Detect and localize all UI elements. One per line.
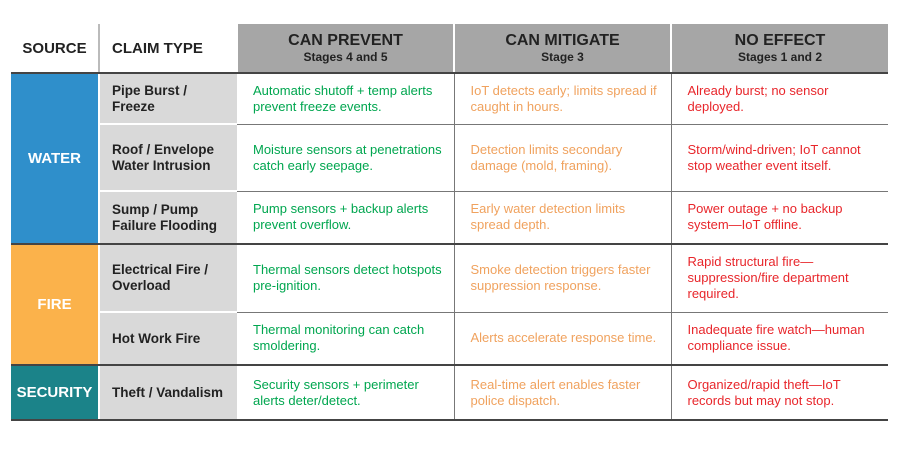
claim-type-cell: Hot Work Fire — [98, 312, 237, 366]
can-mitigate-cell: Real-time alert enables faster police di… — [454, 365, 672, 421]
table-row: SECURITY Theft / Vandalism Security sens… — [11, 365, 888, 421]
claim-type-cell: Sump / Pump Failure Flooding — [98, 191, 237, 245]
source-water: WATER — [11, 73, 99, 245]
can-mitigate-cell: Detection limits secondary damage (mold,… — [454, 124, 672, 192]
table-row: FIRE Electrical Fire / Overload Thermal … — [11, 244, 888, 366]
header-can-mitigate-stages: Stage 3 — [541, 50, 584, 64]
table-row: Sump / Pump Failure Flooding Pump sensor… — [11, 191, 888, 245]
can-prevent-cell: Moisture sensors at penetrations catch e… — [237, 124, 455, 192]
can-prevent-cell: Security sensors + perimeter alerts dete… — [237, 365, 455, 421]
header-no-effect: NO EFFECT Stages 1 and 2 — [670, 24, 888, 74]
source-fire: FIRE — [11, 244, 99, 366]
header-can-prevent-stages: Stages 4 and 5 — [303, 50, 388, 64]
can-prevent-cell: Automatic shutoff + temp alerts prevent … — [237, 73, 455, 125]
can-mitigate-cell: IoT detects early; limits spread if caug… — [454, 73, 672, 125]
header-no-effect-stages: Stages 1 and 2 — [737, 50, 823, 64]
header-can-prevent: CAN PREVENT Stages 4 and 5 — [236, 24, 454, 74]
header-no-effect-label: NO EFFECT — [734, 32, 826, 49]
can-mitigate-cell: Smoke detection triggers faster suppress… — [454, 244, 672, 313]
header-can-mitigate: CAN MITIGATE Stage 3 — [453, 24, 671, 74]
can-prevent-cell: Pump sensors + backup alerts prevent ove… — [237, 191, 455, 245]
claims-matrix: SOURCE CLAIM TYPE CAN PREVENT Stages 4 a… — [11, 24, 888, 421]
claim-type-cell: Electrical Fire / Overload — [98, 244, 237, 313]
no-effect-cell: Power outage + no backup system—IoT offl… — [671, 191, 888, 245]
claims-table: SOURCE CLAIM TYPE CAN PREVENT Stages 4 a… — [11, 24, 888, 421]
can-mitigate-cell: Early water detection limits spread dept… — [454, 191, 672, 245]
claim-type-cell: Pipe Burst / Freeze — [98, 73, 237, 125]
no-effect-cell: Already burst; no sensor deployed. — [671, 73, 888, 125]
no-effect-cell: Storm/wind-driven; IoT cannot stop weath… — [671, 124, 888, 192]
table-row: Roof / Envelope Water Intrusion Moisture… — [11, 124, 888, 192]
claim-type-cell: Roof / Envelope Water Intrusion — [98, 124, 237, 192]
can-prevent-cell: Thermal monitoring can catch smoldering. — [237, 312, 455, 366]
header-row: SOURCE CLAIM TYPE CAN PREVENT Stages 4 a… — [11, 24, 888, 74]
no-effect-cell: Inadequate fire watch—human compliance i… — [671, 312, 888, 366]
claim-type-cell: Theft / Vandalism — [98, 365, 237, 421]
table-row: WATER Pipe Burst / Freeze Automatic shut… — [11, 73, 888, 245]
header-source: SOURCE — [11, 24, 99, 74]
header-can-prevent-label: CAN PREVENT — [288, 32, 403, 49]
can-prevent-cell: Thermal sensors detect hotspots pre-igni… — [237, 244, 455, 313]
source-security: SECURITY — [11, 365, 99, 421]
can-mitigate-cell: Alerts accelerate response time. — [454, 312, 672, 366]
no-effect-cell: Organized/rapid theft—IoT records but ma… — [671, 365, 888, 421]
header-can-mitigate-label: CAN MITIGATE — [505, 32, 620, 49]
header-claim-type: CLAIM TYPE — [98, 24, 237, 74]
no-effect-cell: Rapid structural fire—suppression/fire d… — [671, 244, 888, 313]
table-row: Hot Work Fire Thermal monitoring can cat… — [11, 312, 888, 366]
